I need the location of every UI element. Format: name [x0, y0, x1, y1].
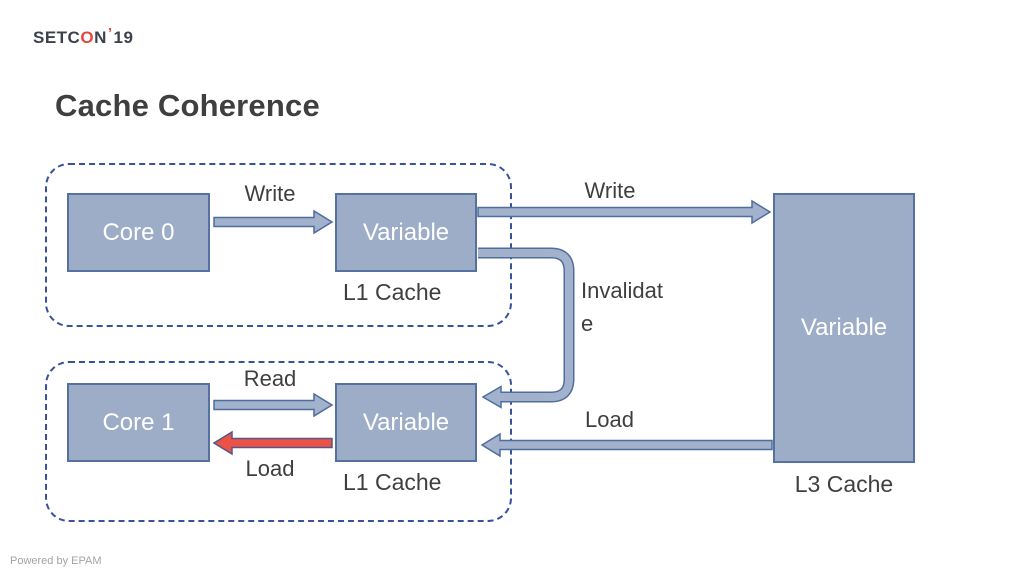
- l3-cache-caption: L3 Cache: [794, 471, 894, 497]
- invalidate-label: Invalidat e: [581, 274, 691, 340]
- setcon-logo: SETCON’19: [33, 25, 134, 48]
- invalidate-label-line1: Invalidat: [581, 278, 663, 303]
- l1-cache-caption-top: L1 Cache: [343, 279, 442, 305]
- invalidate-label-line2: e: [581, 311, 594, 336]
- load-arrow-l3-to-l1: [480, 432, 773, 458]
- core0-group-outline: [45, 163, 512, 327]
- read-label: Read: [243, 366, 297, 391]
- logo-o-mark: O: [80, 28, 95, 47]
- core1-box: Core 1: [67, 383, 210, 462]
- l3-variable-box: Variable: [773, 193, 915, 463]
- logo-tick: ’: [107, 25, 113, 42]
- write-label-l3: Write: [584, 178, 636, 203]
- l1-cache-caption-bottom: L1 Cache: [343, 469, 442, 495]
- load-label-core1: Load: [245, 456, 295, 481]
- logo-year: 19: [113, 28, 134, 47]
- logo-text-n: N: [94, 28, 107, 47]
- write-arrow-l1-to-l3: [477, 199, 772, 225]
- core0-box: Core 0: [67, 193, 210, 272]
- load-label-l3: Load: [585, 407, 634, 432]
- l1-variable-top-box: Variable: [335, 193, 477, 272]
- powered-by-footer: Powered by EPAM: [10, 555, 102, 567]
- page-title: Cache Coherence: [55, 88, 320, 123]
- logo-text-prefix: SETC: [33, 28, 81, 47]
- write-label-core0: Write: [244, 181, 296, 206]
- l1-variable-bottom-box: Variable: [335, 383, 477, 462]
